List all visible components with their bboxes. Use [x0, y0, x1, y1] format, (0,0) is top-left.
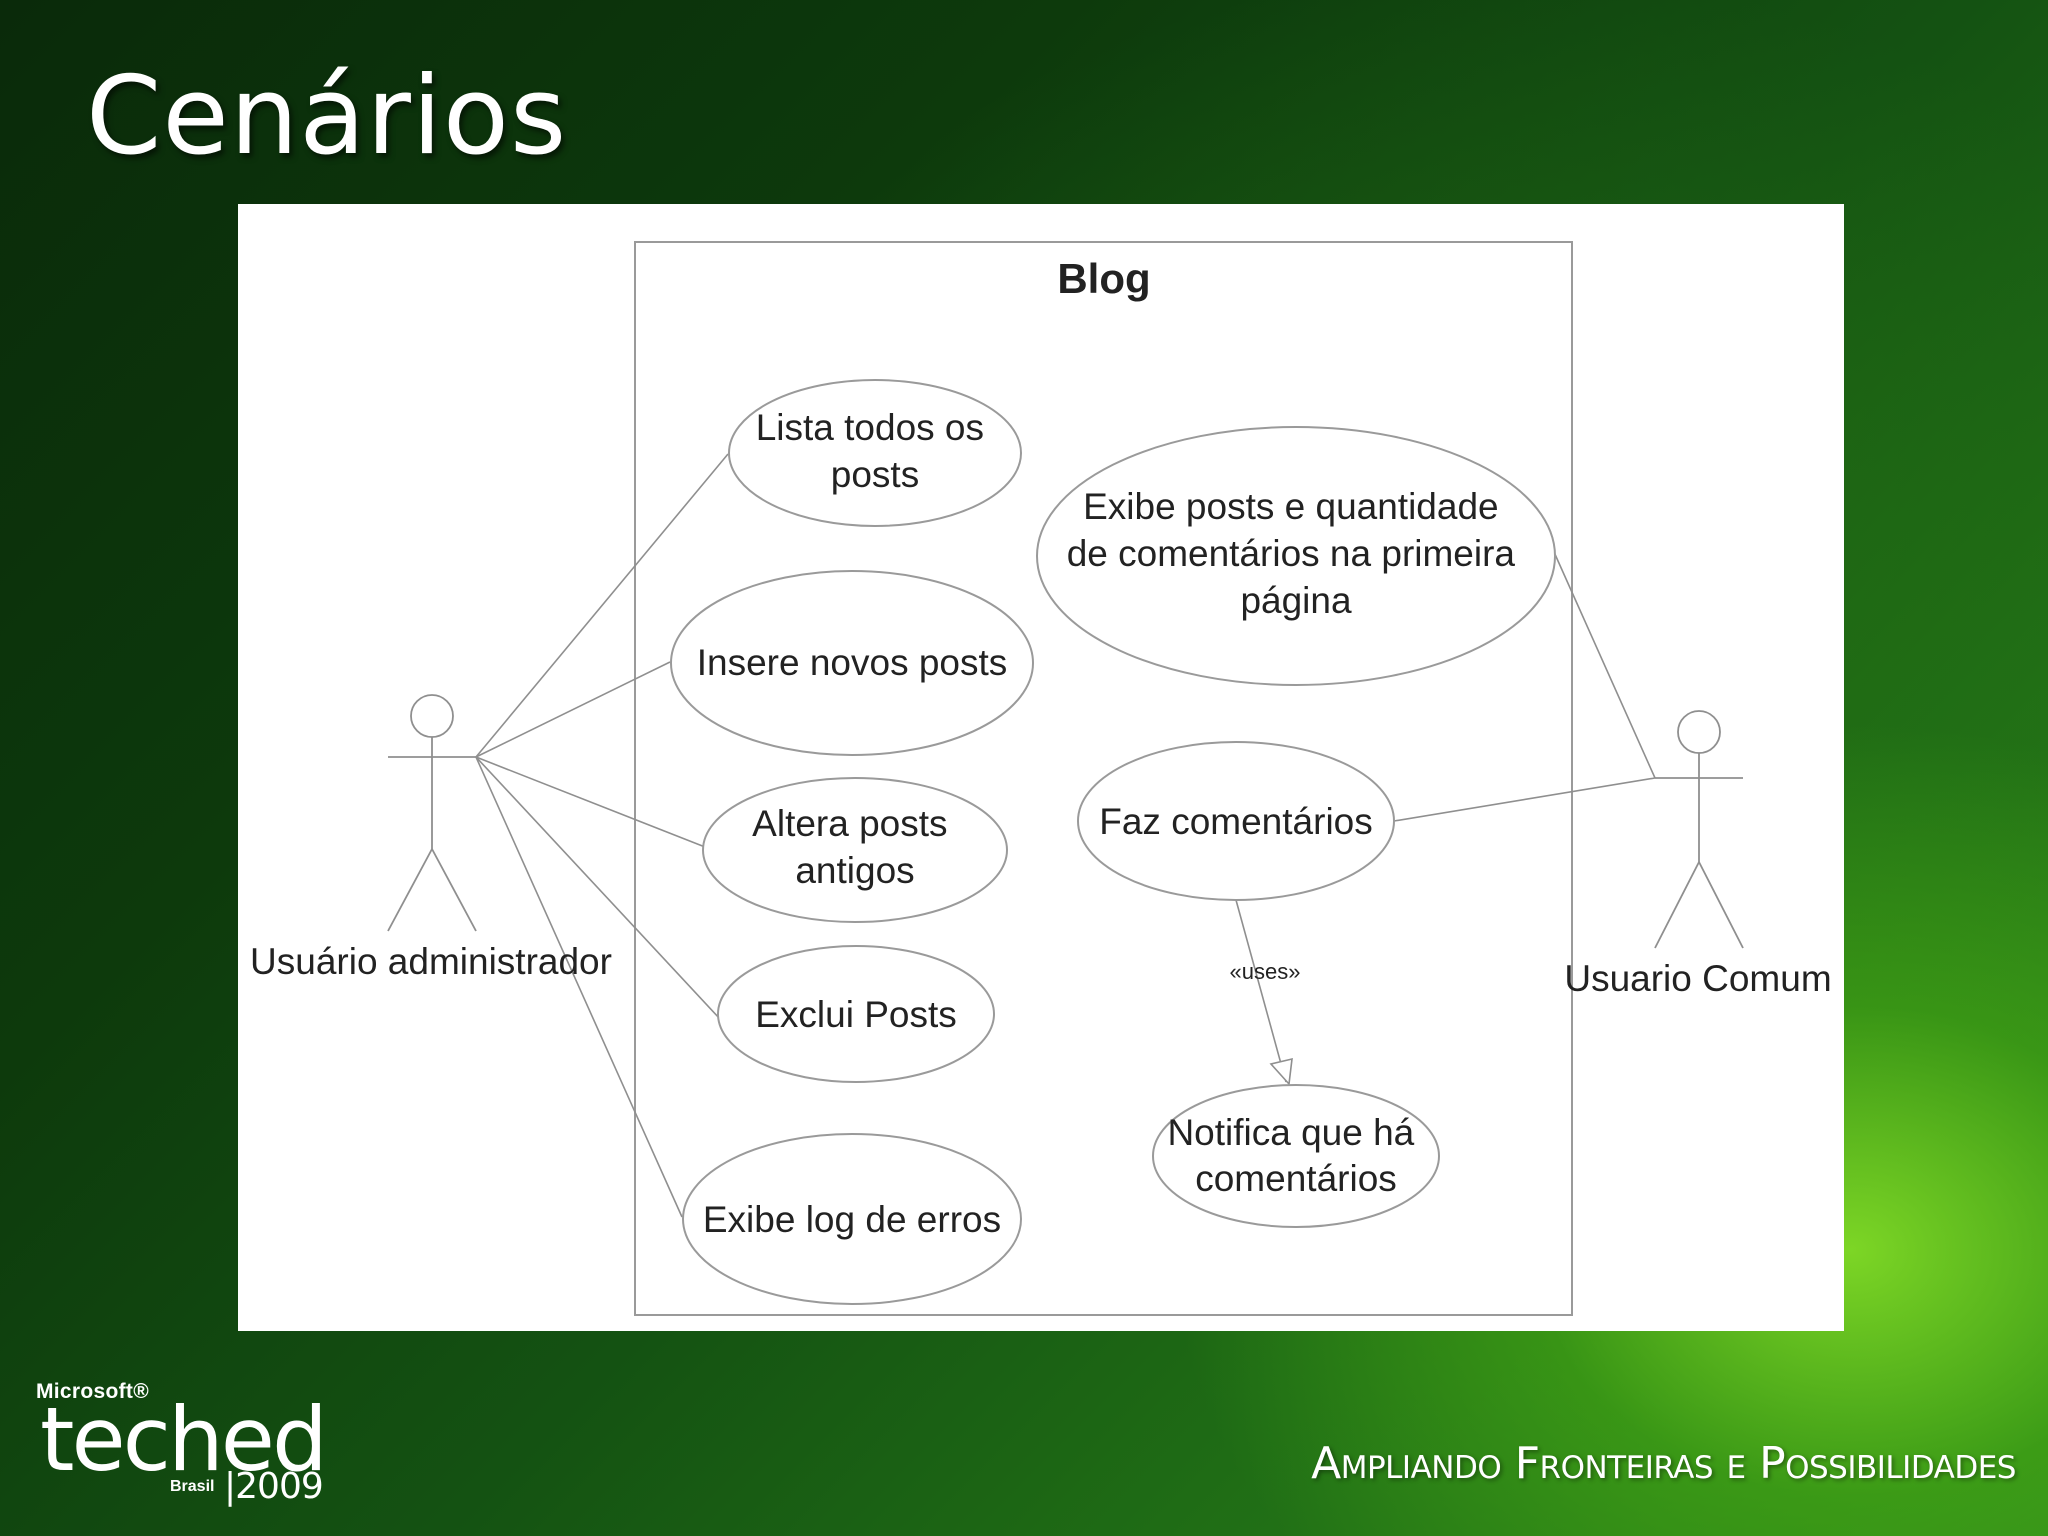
assoc-admin-log	[475, 756, 683, 1218]
assoc-admin-insere	[475, 661, 671, 758]
actor-comum-figure	[1654, 710, 1744, 949]
use-case-faz-ellipse	[1077, 741, 1395, 901]
assoc-admin-lista	[475, 453, 729, 758]
slide-title: Cenários	[86, 54, 568, 179]
actor-comum-label: Usuario Comum	[1564, 958, 1831, 999]
teched-logo: Microsoft® teched Brasil |2009	[36, 1380, 336, 1510]
assoc-comum-exibe	[1553, 551, 1656, 779]
actor-admin-label: Usuário administrador	[250, 941, 612, 982]
uses-relation-line	[1235, 899, 1287, 1083]
use-case-faz-label: Faz comentários	[1099, 801, 1373, 842]
use-case-log-label: Exibe log de erros	[703, 1199, 1001, 1240]
assoc-admin-altera	[475, 756, 706, 848]
use-case-insere-ellipse	[670, 570, 1034, 756]
use-case-altera-label: Altera posts antigos	[752, 803, 958, 891]
use-case-diagram: Blog «uses» List	[238, 204, 1844, 1331]
use-case-insere-label: Insere novos posts	[697, 642, 1008, 683]
slide-tagline: Ampliando Fronteiras e Possibilidades	[1311, 1438, 2016, 1489]
use-case-exibe-label: Exibe posts e quantidade de comentários …	[1067, 486, 1526, 621]
actor-admin-figure	[387, 694, 477, 932]
use-case-diagram-canvas: Blog «uses» List	[250, 241, 1832, 1316]
logo-brasil-text: Brasil	[170, 1478, 215, 1495]
uses-arrowhead	[1269, 1057, 1293, 1086]
assoc-admin-exclui	[475, 756, 721, 1020]
system-boundary	[634, 241, 1573, 1316]
use-case-altera-ellipse	[702, 777, 1008, 923]
uses-label: «uses»	[1230, 959, 1301, 984]
logo-year-text: |2009	[224, 1466, 324, 1507]
assoc-comum-faz	[1393, 777, 1656, 822]
use-case-lista-label: Lista todos os posts	[756, 407, 995, 495]
use-case-log-ellipse	[682, 1133, 1022, 1305]
use-case-exclui-label: Exclui Posts	[755, 994, 957, 1035]
use-case-exclui-ellipse	[717, 945, 995, 1083]
use-case-lista-ellipse	[728, 379, 1022, 527]
use-case-notifica-label: Notifica que há comentários	[1167, 1112, 1424, 1199]
logo-teched-text: teched	[40, 1388, 328, 1491]
use-case-notifica-ellipse	[1152, 1084, 1440, 1228]
use-case-exibe-ellipse	[1036, 426, 1556, 686]
logo-microsoft-text: Microsoft®	[36, 1380, 149, 1403]
boundary-title: Blog	[1057, 255, 1150, 302]
